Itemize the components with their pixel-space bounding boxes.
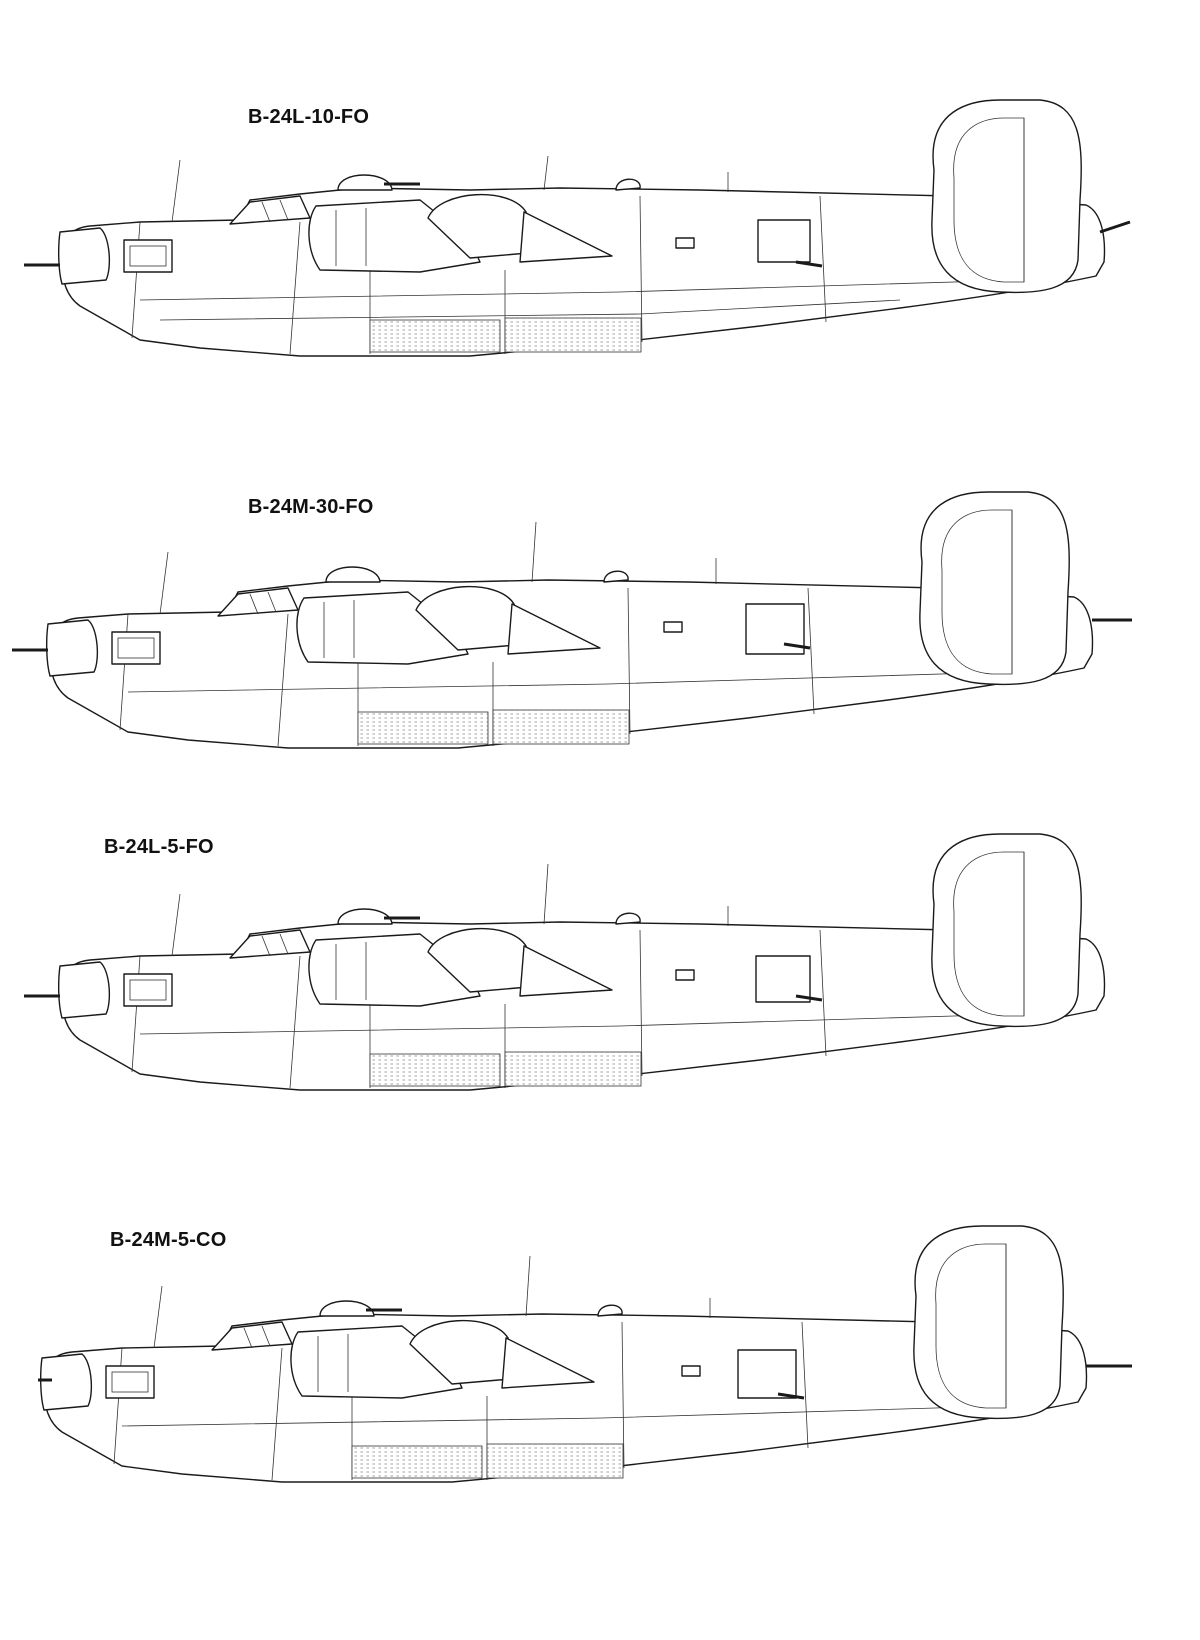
top-turret-2 xyxy=(325,566,381,583)
nose-turret-3 xyxy=(24,961,173,1019)
waist-window-1 xyxy=(675,219,823,268)
aircraft-label-1: B-24L-10-FO xyxy=(248,106,370,128)
antennae-4 xyxy=(153,1255,711,1349)
engine-nacelle-3 xyxy=(308,927,613,1007)
waist-window-2 xyxy=(663,603,811,655)
cockpit-4 xyxy=(211,1321,293,1351)
aircraft-profile-2 xyxy=(12,491,1132,749)
aircraft-profile-3 xyxy=(24,833,1106,1091)
antennae-1 xyxy=(171,155,729,223)
antennae-3 xyxy=(171,863,729,957)
engine-nacelle-2 xyxy=(296,585,601,665)
antennae-2 xyxy=(159,521,717,615)
top-turret-1 xyxy=(337,174,420,191)
waist-window-3 xyxy=(675,955,823,1003)
aircraft-label-2: B-24M-30-FO xyxy=(248,496,374,518)
top-turret-4 xyxy=(319,1300,402,1317)
engine-nacelle-4 xyxy=(290,1319,595,1399)
engine-nacelle-1 xyxy=(308,193,613,273)
cockpit-1 xyxy=(229,195,311,225)
aircraft-profile-1 xyxy=(24,99,1131,357)
aircraft-label-4: B-24M-5-CO xyxy=(110,1229,227,1251)
cockpit-2 xyxy=(217,587,299,617)
vertical-tail-4 xyxy=(913,1225,1132,1420)
top-turret-3 xyxy=(337,908,420,925)
vertical-tail-1 xyxy=(931,99,1131,294)
vertical-tail-3 xyxy=(931,833,1082,1028)
nose-turret-4 xyxy=(38,1353,155,1411)
waist-window-4 xyxy=(681,1349,805,1400)
aircraft-profile-4 xyxy=(38,1225,1132,1483)
nose-turret-2 xyxy=(12,619,161,677)
nose-turret-1 xyxy=(24,227,173,285)
aircraft-label-3: B-24L-5-FO xyxy=(104,836,214,858)
vertical-tail-2 xyxy=(919,491,1132,686)
cockpit-3 xyxy=(229,929,311,959)
